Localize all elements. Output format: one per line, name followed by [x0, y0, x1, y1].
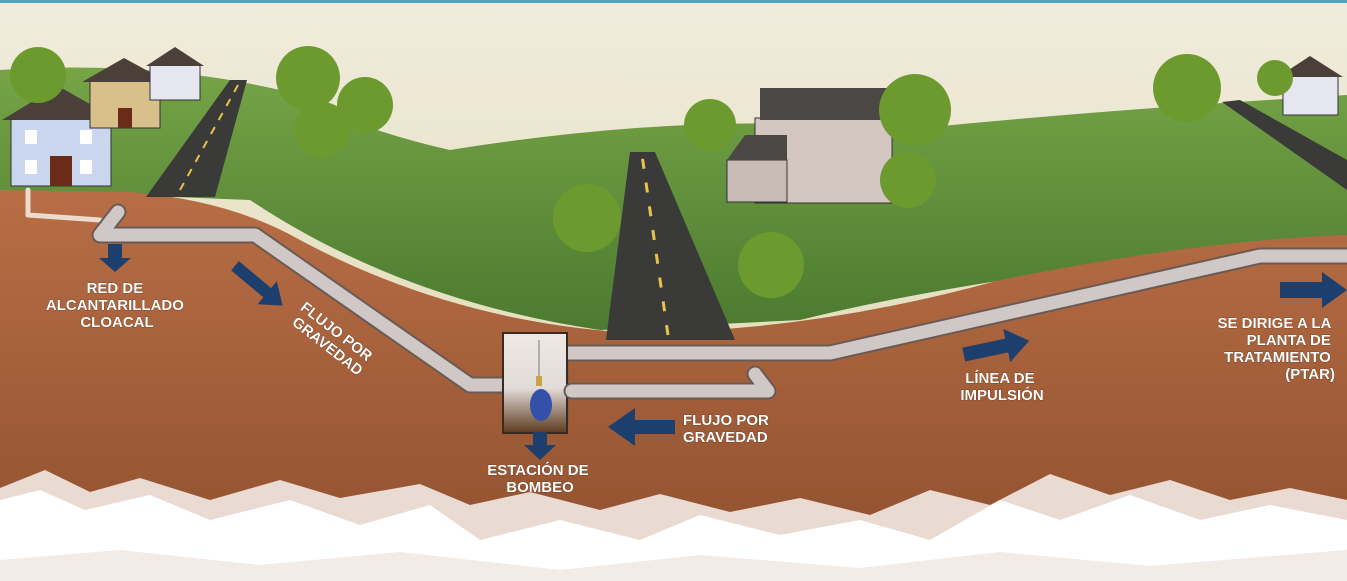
house	[2, 86, 118, 187]
top-border	[0, 0, 1347, 3]
label-gravity-flow-2: FLUJO POR GRAVEDAD	[683, 412, 773, 446]
house	[82, 58, 168, 129]
road-right	[1222, 100, 1347, 190]
road-line	[640, 154, 670, 336]
trees	[10, 46, 1293, 298]
label-to-treatment-plant: SE DIRIGE A LA PLANTA DE TRATAMIENTO (PT…	[1217, 315, 1335, 383]
road-center	[606, 152, 735, 340]
road-left	[146, 80, 247, 197]
building	[726, 88, 893, 204]
house	[146, 47, 204, 101]
arrow-down-icon	[99, 244, 131, 272]
pipes-inflow	[563, 365, 777, 400]
pump-icon	[530, 389, 552, 421]
label-force-main: LÍNEA DE IMPULSIÓN	[960, 370, 1043, 404]
float-switch	[536, 376, 542, 386]
label-pump-station: ESTACIÓN DE BOMBEO	[487, 461, 593, 496]
arrow-right-icon	[962, 328, 1030, 363]
arrow-diagonal-icon	[231, 261, 283, 306]
arrow-left-icon	[608, 408, 675, 446]
arrow-right-icon	[1280, 272, 1347, 308]
label-sewer-network: RED DE ALCANTARILLADO CLOACAL	[46, 280, 188, 331]
rock-layer-base	[0, 550, 1347, 581]
road-line	[179, 84, 239, 191]
arrow-down-icon	[524, 432, 556, 460]
